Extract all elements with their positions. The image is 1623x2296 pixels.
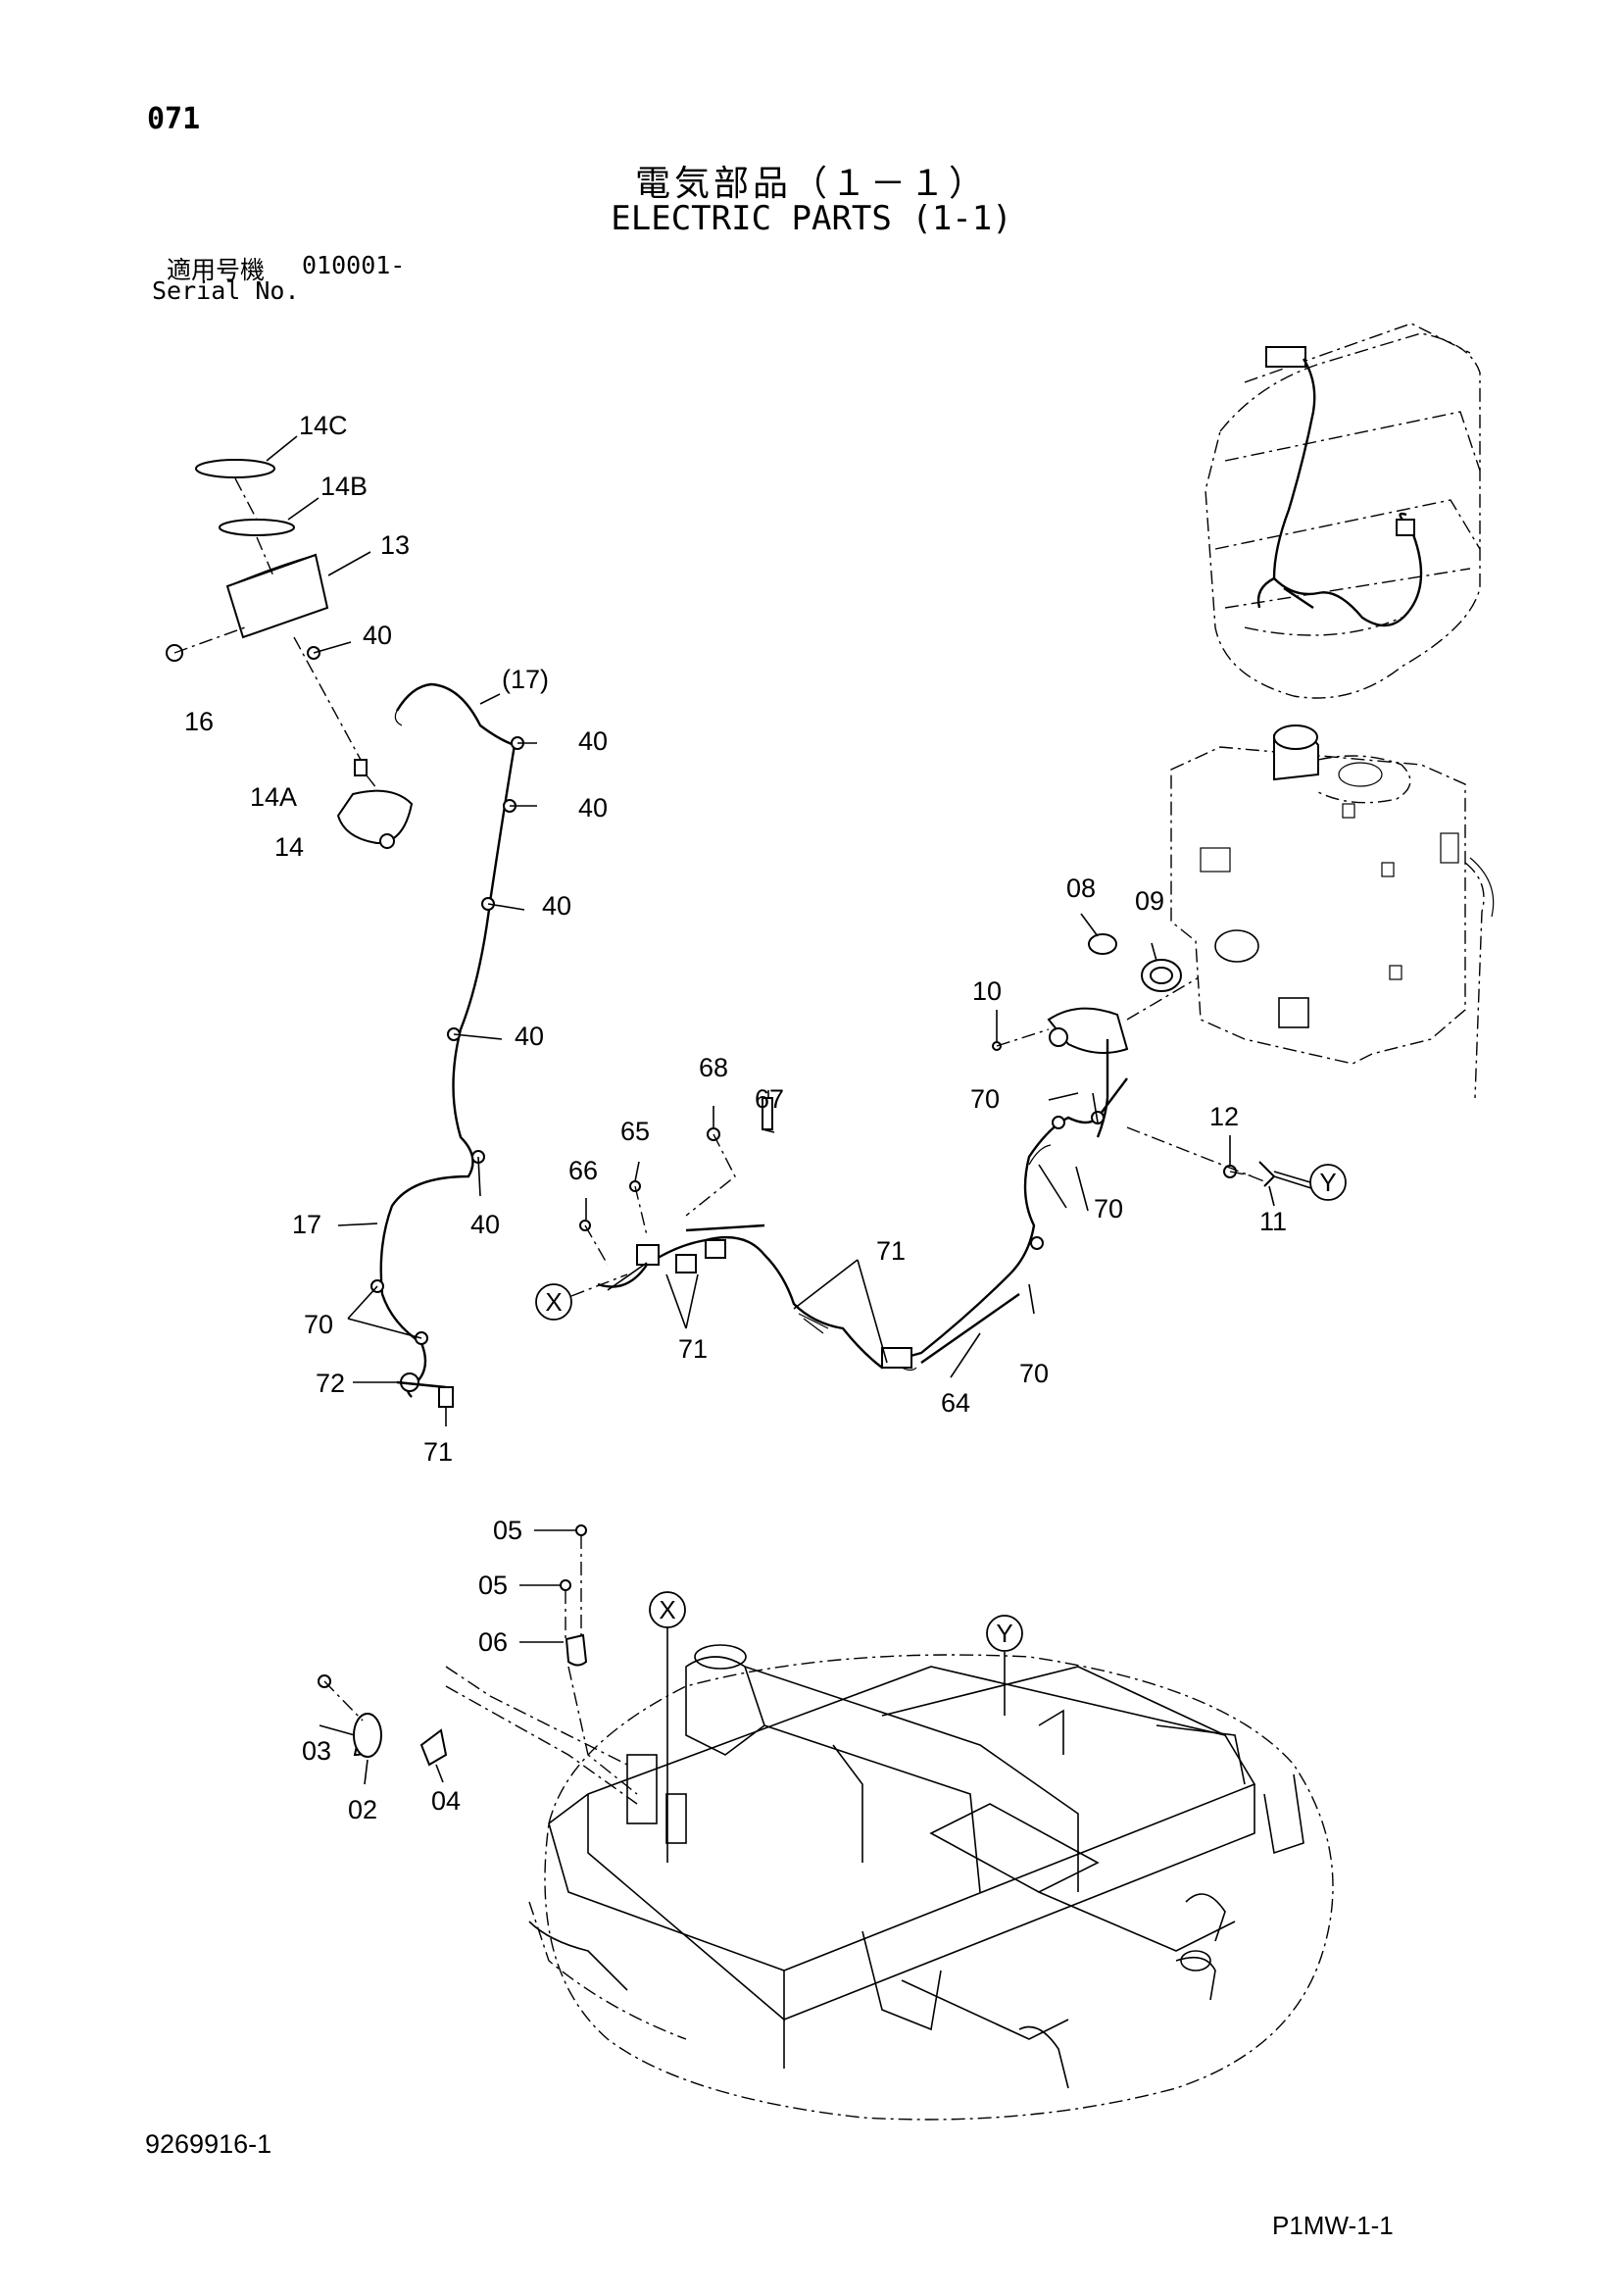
wire-harness-icon [597, 1077, 1128, 1372]
callout-71: 71 [678, 1334, 708, 1364]
callout-17-ref: (17) [502, 665, 549, 694]
ref-bubble-y-label: Y [1319, 1168, 1336, 1197]
reference-bubbles: X Y X Y [535, 1164, 1347, 1652]
serial-label-en: Serial No. [152, 276, 300, 305]
callout-14: 14 [274, 832, 304, 862]
lens-cover-14c [195, 459, 275, 478]
clamp-11 [1258, 1161, 1276, 1187]
callout-68: 68 [699, 1053, 728, 1082]
cab-icon [1205, 323, 1481, 699]
serial-range: 010001- [302, 251, 406, 279]
float-08 [1088, 933, 1117, 955]
ref-bubble-x-label: X [659, 1595, 675, 1624]
callout-40: 40 [515, 1022, 544, 1051]
bracket-13 [225, 553, 329, 639]
leader-lines [266, 435, 1312, 1863]
callout-66: 66 [568, 1156, 598, 1185]
callout-71: 71 [423, 1437, 453, 1467]
ref-bubble-y [986, 1615, 1023, 1652]
callout-03: 03 [302, 1736, 331, 1766]
callout-70: 70 [304, 1310, 333, 1339]
callout-05: 05 [493, 1516, 522, 1545]
page-number: 071 [147, 102, 201, 136]
callout-16: 16 [184, 707, 214, 736]
ref-bubble-x [649, 1591, 686, 1628]
bracket-04 [419, 1728, 448, 1767]
ref-bubble-x [535, 1283, 572, 1321]
ref-bubble-x-label: X [545, 1287, 562, 1317]
fuel-tank-icon [1170, 724, 1495, 1099]
callout-09: 09 [1135, 886, 1164, 916]
callouts: 14C 14B 13 40 16 (17) 40 40 14A 14 40 40… [184, 411, 1287, 1824]
ref-bubble-y-label: Y [996, 1619, 1012, 1648]
gasket-14b [219, 519, 295, 536]
lamp-14 [336, 789, 414, 845]
callout-40: 40 [470, 1210, 500, 1239]
callout-70: 70 [1019, 1359, 1049, 1388]
callout-64: 64 [941, 1388, 970, 1418]
callout-40: 40 [578, 793, 608, 823]
callout-40: 40 [578, 726, 608, 756]
callout-06: 06 [478, 1627, 508, 1657]
bulb-14a [354, 759, 368, 776]
callout-40: 40 [542, 891, 571, 921]
callout-71: 71 [876, 1236, 906, 1266]
page-title-jp: 電気部品（１－１） [634, 164, 988, 204]
callout-02: 02 [348, 1795, 377, 1824]
callout-70: 70 [1094, 1194, 1123, 1223]
callout-72: 72 [316, 1369, 345, 1398]
harness-17 [370, 682, 524, 1408]
page-title-en: ELECTRIC PARTS (1-1) [611, 199, 1012, 238]
serial-label-jp: 適用号機 [167, 256, 266, 284]
callout-67: 67 [755, 1084, 784, 1114]
upper-frame-icon [528, 1644, 1334, 2121]
callout-10: 10 [972, 976, 1002, 1006]
fuel-sensor-icon [992, 933, 1276, 1187]
clip-06 [565, 1633, 588, 1667]
callout-13: 13 [380, 530, 410, 560]
bolt-05b [560, 1579, 571, 1591]
callout-04: 04 [431, 1786, 461, 1816]
callout-05: 05 [478, 1571, 508, 1600]
page-code: P1MW-1-1 [1272, 2211, 1394, 2240]
callout-11: 11 [1259, 1207, 1287, 1236]
callout-17: 17 [292, 1210, 321, 1239]
callout-12: 12 [1209, 1102, 1239, 1131]
callout-14C: 14C [299, 411, 348, 440]
callout-70: 70 [970, 1084, 1000, 1114]
callout-14B: 14B [320, 472, 368, 501]
callout-65: 65 [620, 1117, 650, 1146]
callout-08: 08 [1066, 873, 1096, 903]
callout-14A: 14A [250, 782, 297, 812]
document-number: 9269916-1 [145, 2129, 272, 2159]
callout-40: 40 [363, 621, 392, 650]
bolt-05a [575, 1524, 587, 1536]
